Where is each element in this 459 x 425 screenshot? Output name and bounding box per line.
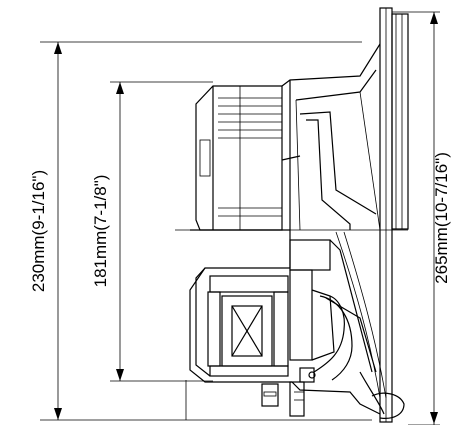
- front-flange: [379, 7, 409, 423]
- dimension-total-height: [392, 11, 440, 425]
- total-height-label: 265mm(10-7/16"): [432, 152, 451, 284]
- dimension-inner-height: [110, 81, 213, 382]
- outer-height-label: 230mm(9-1/16"): [29, 170, 48, 292]
- motor-section: [189, 229, 405, 419]
- inner-height-label: 181mm(7-1/8"): [91, 175, 110, 288]
- basket-upper: [195, 43, 381, 231]
- dimension-outer-height: [40, 41, 372, 421]
